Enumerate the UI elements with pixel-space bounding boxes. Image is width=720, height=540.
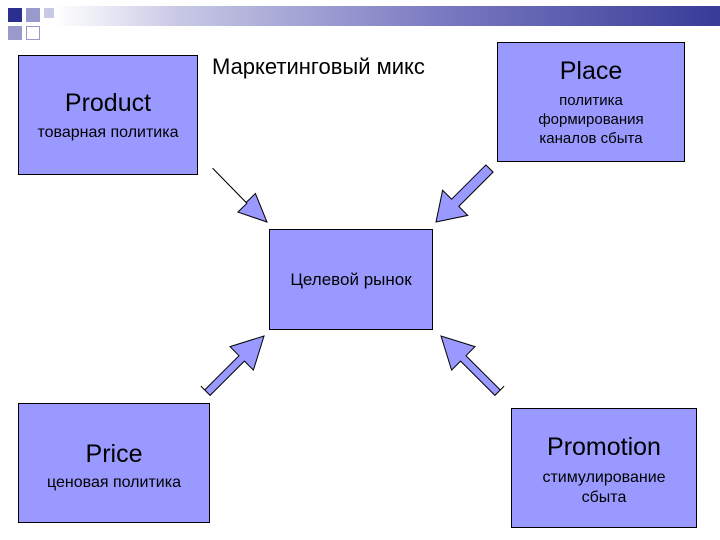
header-gradient-bar — [56, 6, 720, 26]
price-title: Price — [85, 440, 143, 468]
place-box: Place политика формирования каналов сбыт… — [497, 42, 685, 162]
promotion-box: Promotion стимулирование сбыта — [511, 408, 697, 528]
arrow-product-to-center-body — [200, 169, 247, 216]
product-title: Product — [64, 89, 152, 117]
promotion-subtitle-line: сбыта — [581, 489, 627, 506]
price-box: Price ценовая политика — [18, 403, 210, 523]
deco-square-light — [26, 8, 40, 22]
promotion-title: Promotion — [547, 433, 661, 461]
promotion-subtitle-line: стимулирование — [542, 469, 666, 486]
deco-square-light — [8, 26, 22, 40]
place-subtitle-line: политика — [559, 92, 623, 109]
deco-square-faint — [44, 8, 54, 18]
product-box: Product товарная политика — [18, 55, 198, 175]
arrow-promotion-to-center — [440, 335, 505, 397]
product-subtitle: товарная политика — [37, 124, 179, 141]
place-subtitle-line: каналов сбыта — [539, 130, 643, 147]
target-market-box: Целевой рынок — [269, 229, 433, 330]
place-title: Place — [559, 57, 623, 85]
place-subtitle-line: формирования — [538, 111, 644, 128]
arrow-product-to-center — [212, 167, 268, 223]
price-subtitle: ценовая политика — [47, 474, 181, 491]
target-market-label: Целевой рынок — [290, 270, 412, 289]
arrow-price-to-center — [200, 335, 265, 397]
arrow-place-to-center — [435, 164, 494, 223]
deco-square-dark — [8, 8, 22, 22]
deco-square-outline — [26, 26, 40, 40]
diagram-title: Маркетинговый микс — [212, 54, 425, 79]
